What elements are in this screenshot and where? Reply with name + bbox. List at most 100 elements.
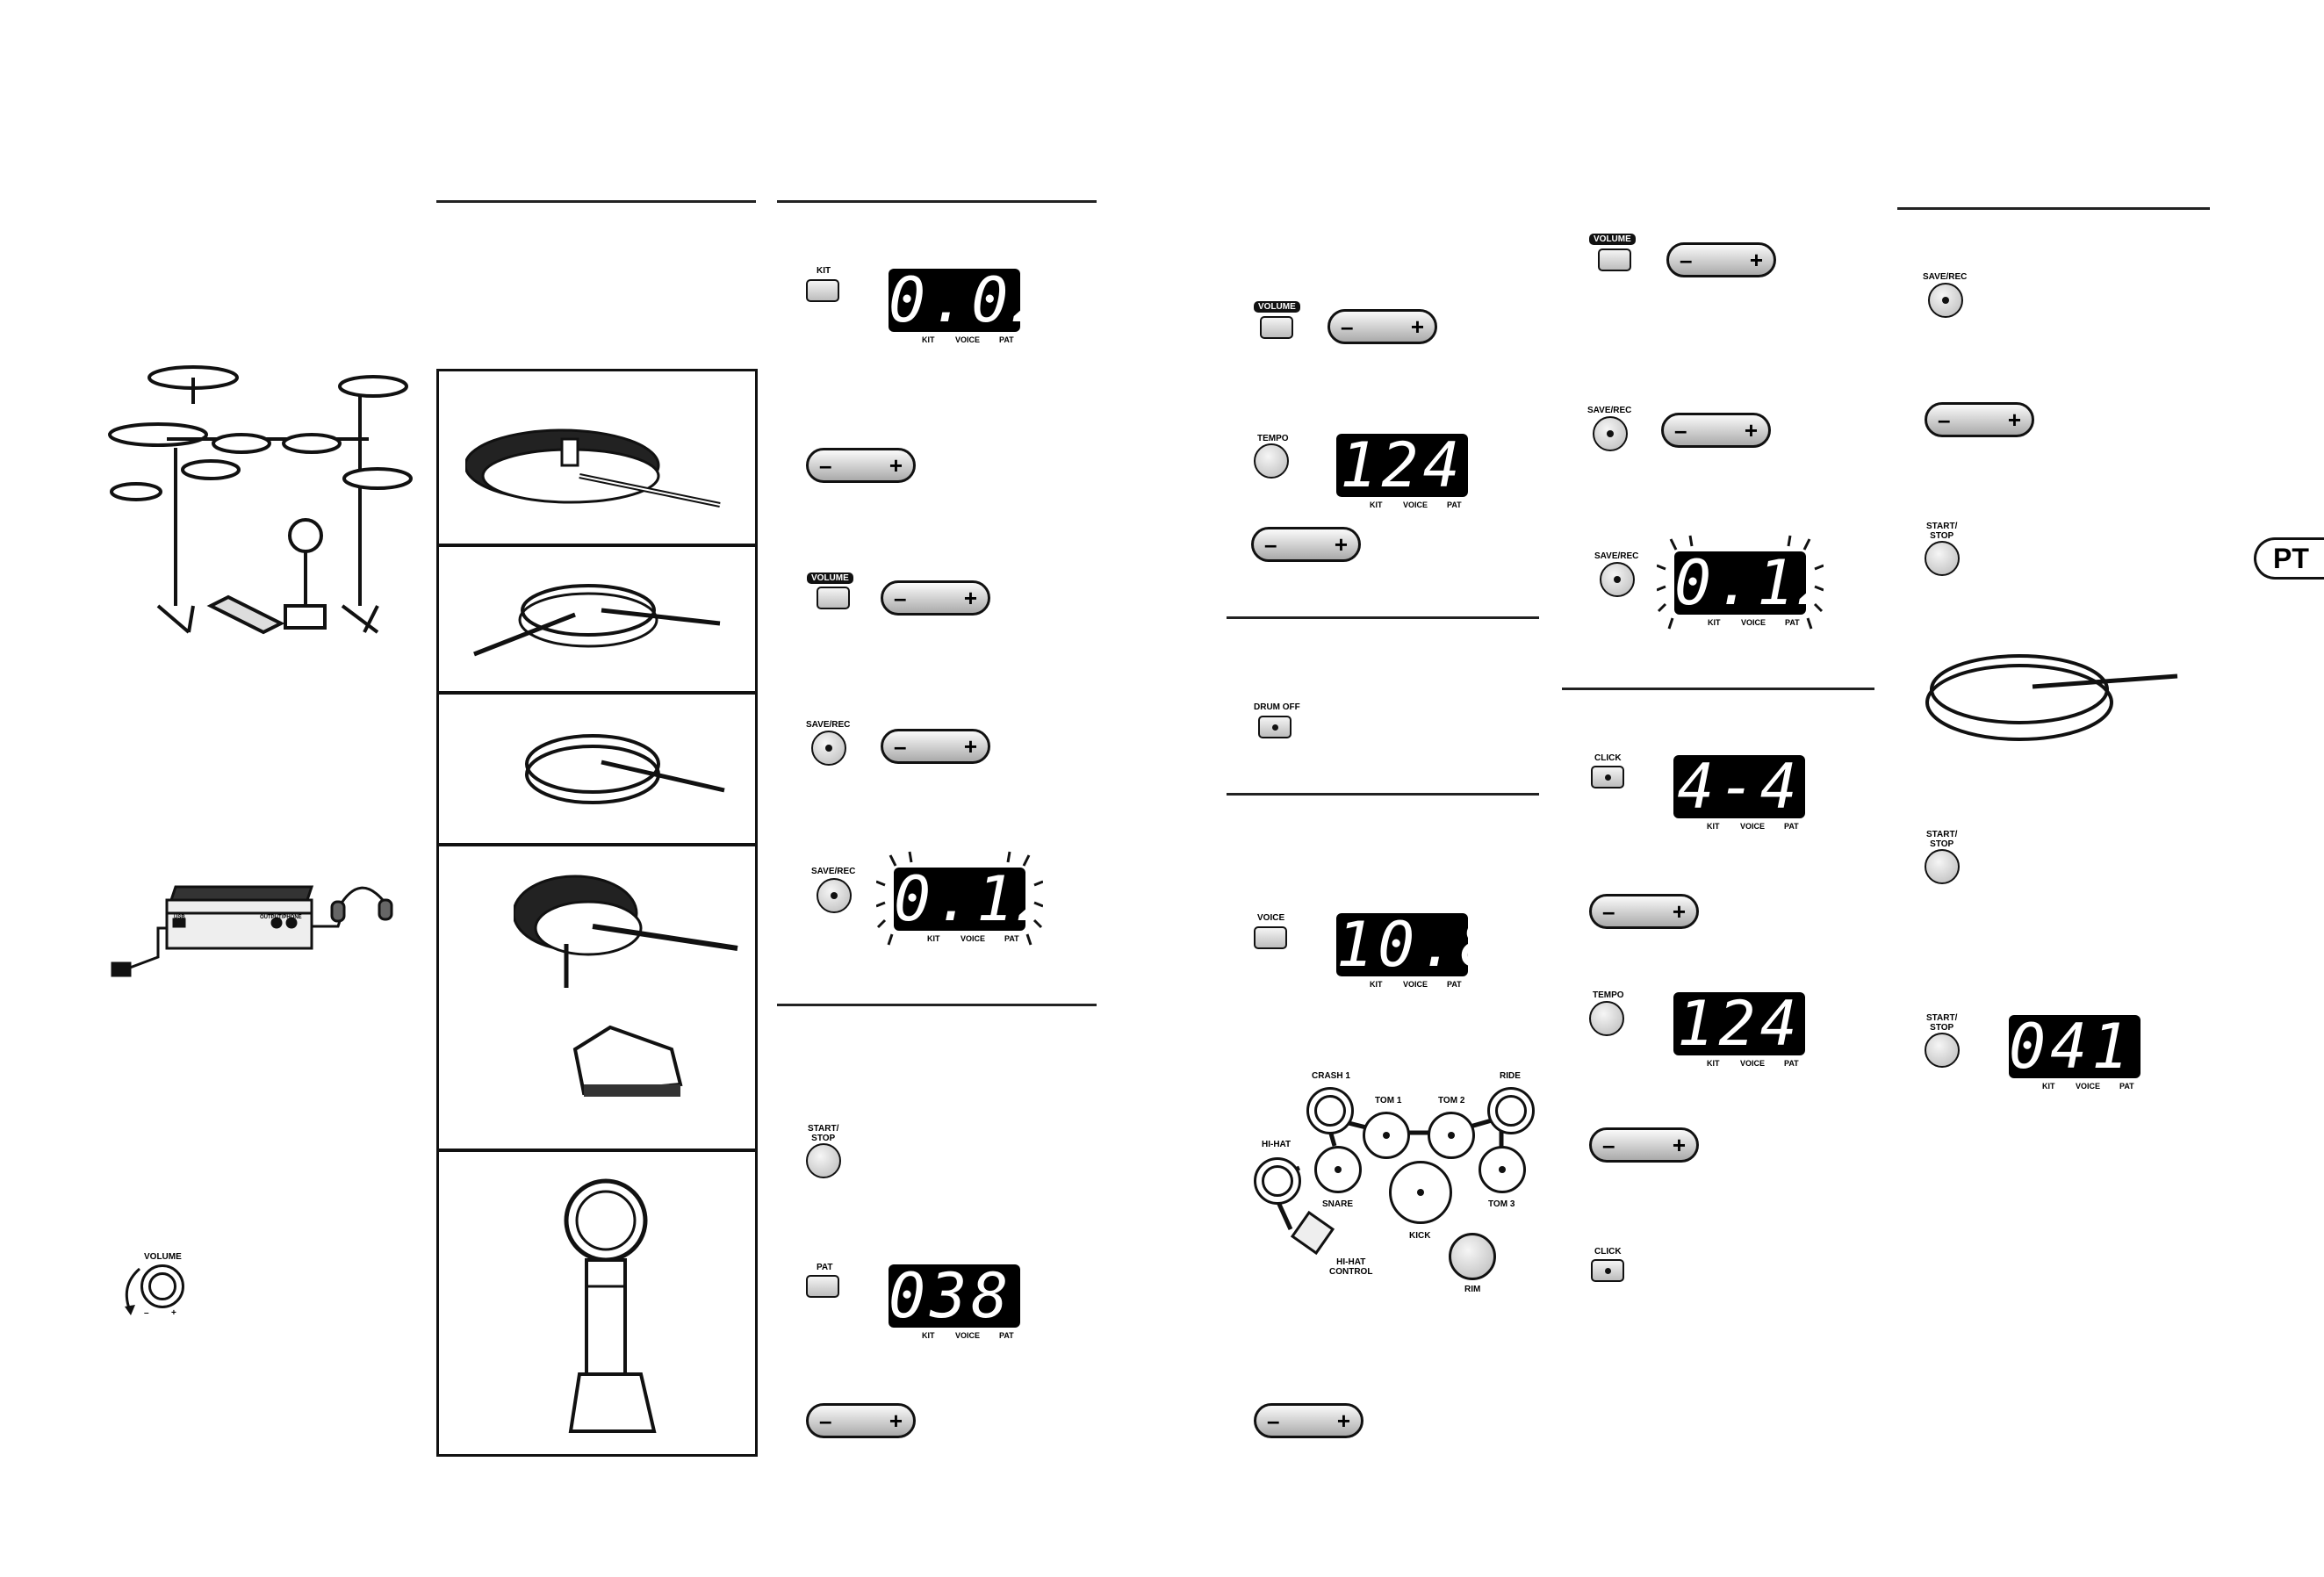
section-rule: [777, 1004, 1097, 1006]
display-pat-indicator: PAT: [1004, 934, 1019, 943]
kit-button[interactable]: [806, 279, 839, 302]
save-rec-button-label: SAVE/REC: [1594, 551, 1639, 561]
plus-minus-button[interactable]: – +: [806, 448, 916, 483]
pad-rim-label: RIM: [1464, 1285, 1481, 1294]
pad-tom3[interactable]: [1479, 1146, 1526, 1193]
start-stop-button[interactable]: [1925, 849, 1960, 884]
hihat-illustration: [514, 875, 738, 1097]
display-voice-indicator: VOICE: [955, 335, 981, 344]
save-rec-button-label: SAVE/REC: [811, 867, 856, 876]
pad-ride-label: RIDE: [1500, 1071, 1521, 1081]
save-rec-button[interactable]: [1600, 562, 1635, 597]
start-stop-button[interactable]: [1925, 541, 1960, 576]
start-stop-button[interactable]: [806, 1143, 841, 1178]
plus-minus-button[interactable]: – +: [1327, 309, 1437, 344]
pad-crash1[interactable]: [1306, 1087, 1354, 1134]
save-rec-button-label: SAVE/REC: [1923, 272, 1968, 282]
tempo-button[interactable]: [1254, 443, 1289, 479]
plus-icon: +: [1672, 898, 1686, 925]
start-stop-button[interactable]: [1925, 1033, 1960, 1068]
rotate-arrow-icon: [125, 1267, 141, 1315]
section-rule: [1897, 207, 2210, 210]
save-rec-button-label: SAVE/REC: [806, 720, 851, 730]
save-rec-button[interactable]: [811, 731, 846, 766]
drum-kit-illustration: [108, 365, 413, 635]
display-kit-indicator: KIT: [1370, 980, 1383, 989]
flash-rays-icon: [1657, 535, 1824, 630]
plus-minus-button[interactable]: – +: [1666, 242, 1776, 277]
pad-kick[interactable]: [1389, 1161, 1452, 1224]
display-kit-indicator: KIT: [1707, 1059, 1720, 1068]
display-voice-indicator: VOICE: [1740, 822, 1766, 831]
plus-icon: +: [1672, 1132, 1686, 1158]
display-voice-indicator: VOICE: [961, 934, 986, 943]
plus-minus-button[interactable]: – +: [806, 1403, 916, 1438]
plus-minus-button[interactable]: – +: [1251, 527, 1361, 562]
display-voice-indicator: VOICE: [1741, 618, 1766, 627]
minus-icon: –: [1602, 1132, 1615, 1158]
flash-rays-icon: [876, 851, 1043, 946]
minus-icon: –: [819, 1408, 832, 1434]
pad-rim[interactable]: [1449, 1233, 1496, 1280]
display-value: 041.: [2009, 1011, 2175, 1083]
plus-minus-button[interactable]: – +: [1589, 1127, 1699, 1163]
tempo-button[interactable]: [1589, 1001, 1624, 1036]
kick-pad-illustration-box: [436, 1149, 758, 1457]
plus-minus-button[interactable]: – +: [1589, 894, 1699, 929]
start-stop-button-label: START/ STOP: [808, 1124, 839, 1143]
minus-icon: –: [1674, 417, 1687, 443]
display-time-signature: 4-4 KIT VOICE PAT: [1673, 755, 1805, 831]
plus-icon: +: [963, 733, 977, 760]
volume-button[interactable]: [1260, 316, 1293, 339]
display-value: 124: [1340, 429, 1464, 501]
volume-button-label: VOLUME: [807, 572, 853, 584]
voice-button[interactable]: [1254, 926, 1287, 949]
plus-icon: +: [1336, 1408, 1350, 1434]
save-rec-button[interactable]: [817, 878, 852, 913]
pad-tom1[interactable]: [1363, 1112, 1410, 1159]
volume-button[interactable]: [817, 587, 850, 609]
section-rule: [1562, 688, 1874, 690]
tempo-button-label: TEMPO: [1593, 990, 1624, 1000]
pat-button-label: PAT: [817, 1263, 833, 1272]
save-rec-button[interactable]: [1928, 283, 1963, 318]
display-pat-indicator: PAT: [1785, 618, 1800, 627]
module-usb-label: USB: [174, 915, 185, 920]
plus-minus-button[interactable]: – +: [881, 729, 990, 764]
pad-hihat[interactable]: [1254, 1157, 1301, 1205]
volume-button[interactable]: [1598, 248, 1631, 271]
display-kit-indicator: KIT: [922, 335, 935, 344]
display-pat-indicator: PAT: [1784, 822, 1799, 831]
drum-off-button[interactable]: [1258, 716, 1292, 738]
pad-kick-label: KICK: [1409, 1231, 1431, 1241]
plus-minus-button[interactable]: – +: [1661, 413, 1771, 448]
pad-ride[interactable]: [1487, 1087, 1535, 1134]
display-kit-indicator: KIT: [1370, 500, 1383, 509]
tempo-button-label: TEMPO: [1257, 434, 1289, 443]
pad-tom2-label: TOM 2: [1438, 1096, 1465, 1105]
click-button[interactable]: [1591, 1259, 1624, 1282]
save-rec-button[interactable]: [1593, 416, 1628, 451]
save-rec-button-label: SAVE/REC: [1587, 406, 1632, 415]
display-kit-indicator: KIT: [922, 1331, 935, 1340]
display-kit: 0.02 KIT VOICE PAT: [889, 269, 1050, 344]
module-illustration: [111, 885, 393, 977]
pad-crash1-label: CRASH 1: [1312, 1071, 1350, 1081]
drum-off-button-label: DRUM OFF: [1254, 702, 1300, 712]
volume-minus: –: [144, 1308, 149, 1318]
minus-icon: –: [894, 585, 907, 611]
display-pat-indicator: PAT: [1447, 500, 1462, 509]
display-kit-indicator: KIT: [1707, 822, 1720, 831]
click-button[interactable]: [1591, 766, 1624, 788]
display-pattern: 038. KIT VOICE PAT: [889, 1264, 1050, 1340]
pad-tom2[interactable]: [1428, 1112, 1475, 1159]
display-value: 10.8: [1336, 909, 1502, 981]
plus-minus-button[interactable]: – +: [881, 580, 990, 616]
volume-knob[interactable]: [140, 1264, 184, 1308]
pad-snare[interactable]: [1314, 1146, 1362, 1193]
volume-knob-label: VOLUME: [144, 1252, 182, 1262]
plus-minus-button[interactable]: – +: [1254, 1403, 1363, 1438]
pat-button[interactable]: [806, 1275, 839, 1298]
plus-minus-button[interactable]: – +: [1925, 402, 2034, 437]
pad-hihat-label: HI-HAT: [1262, 1140, 1292, 1149]
